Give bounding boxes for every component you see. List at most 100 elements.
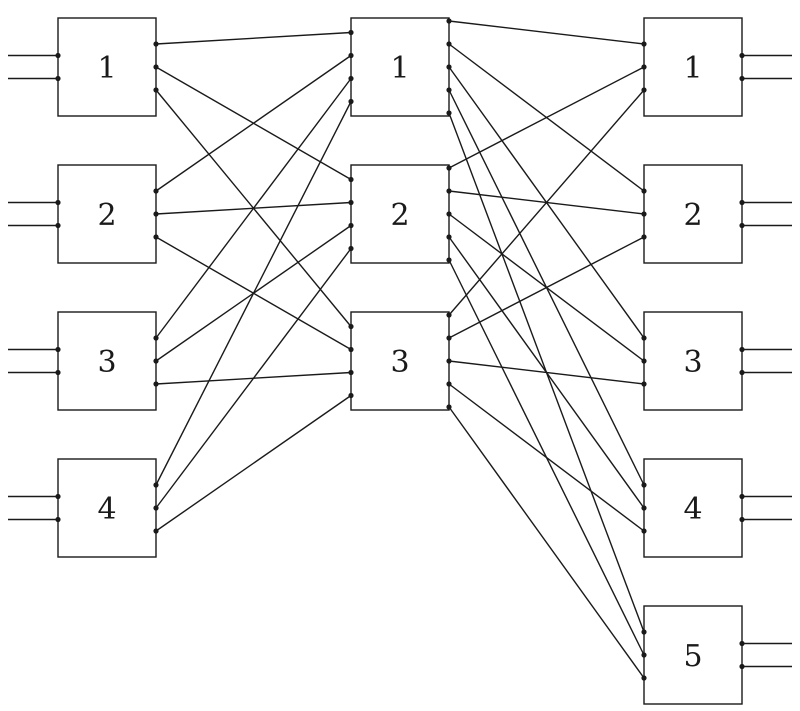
port-dot bbox=[446, 312, 452, 318]
port-dot bbox=[348, 369, 354, 376]
lead-port bbox=[739, 199, 745, 206]
node-label: 3 bbox=[390, 345, 409, 380]
port-dot bbox=[641, 482, 647, 488]
link-m3-r4 bbox=[448, 383, 645, 532]
node-box bbox=[643, 605, 743, 705]
lead-port bbox=[55, 346, 61, 353]
lead-port bbox=[739, 75, 745, 82]
port-dot bbox=[446, 18, 452, 24]
node-label: 4 bbox=[97, 492, 116, 527]
port-dot bbox=[446, 41, 452, 47]
link-m3-r1 bbox=[448, 89, 645, 316]
node-label: 3 bbox=[683, 345, 702, 380]
lead-port bbox=[739, 493, 745, 500]
port-dot bbox=[153, 87, 159, 93]
node-c2-2: 2 bbox=[350, 164, 450, 264]
node-box bbox=[643, 311, 743, 411]
link-l4-m1 bbox=[155, 101, 352, 486]
port-dot bbox=[153, 211, 159, 217]
port-dot bbox=[641, 629, 647, 635]
port-dot bbox=[641, 505, 647, 511]
node-box bbox=[57, 458, 157, 558]
port-dot bbox=[348, 245, 354, 252]
port-dot bbox=[153, 505, 159, 511]
port-dot bbox=[348, 199, 354, 206]
lead-port bbox=[55, 516, 61, 523]
node-c3-4: 4 bbox=[643, 458, 743, 558]
port-dot bbox=[641, 358, 647, 364]
link-l4-m2 bbox=[155, 248, 352, 509]
node-c1-3: 3 bbox=[57, 311, 157, 411]
node-label: 3 bbox=[97, 345, 116, 380]
port-dot bbox=[641, 335, 647, 341]
lead-port bbox=[739, 52, 745, 59]
port-dot bbox=[348, 52, 354, 59]
node-box bbox=[57, 17, 157, 117]
link-l1-m1 bbox=[155, 31, 352, 45]
port-dot bbox=[348, 323, 354, 330]
link-l4-m3 bbox=[155, 394, 352, 532]
port-dot bbox=[641, 41, 647, 47]
port-dot bbox=[641, 381, 647, 387]
port-dot bbox=[446, 188, 452, 194]
node-c2-1: 1 bbox=[350, 17, 450, 117]
port-dot bbox=[641, 675, 647, 681]
node-c1-4: 4 bbox=[57, 458, 157, 558]
port-dot bbox=[348, 29, 354, 36]
port-dot bbox=[153, 234, 159, 240]
node-label: 4 bbox=[683, 492, 702, 527]
port-dot bbox=[446, 335, 452, 341]
port-dot bbox=[153, 381, 159, 387]
node-label: 2 bbox=[97, 198, 116, 233]
port-dot bbox=[446, 165, 452, 171]
lead-port bbox=[739, 369, 745, 376]
node-c3-1: 1 bbox=[643, 17, 743, 117]
port-dot bbox=[446, 404, 452, 410]
port-dot bbox=[641, 234, 647, 240]
port-dot bbox=[348, 346, 354, 353]
port-dot bbox=[641, 64, 647, 70]
node-box bbox=[643, 458, 743, 558]
port-dot bbox=[641, 188, 647, 194]
port-dot bbox=[641, 211, 647, 217]
port-dot bbox=[446, 257, 452, 263]
port-dot bbox=[153, 528, 159, 534]
node-label: 1 bbox=[390, 51, 409, 86]
node-label: 2 bbox=[390, 198, 409, 233]
port-dot bbox=[348, 75, 354, 82]
port-dot bbox=[153, 188, 159, 194]
port-dot bbox=[153, 64, 159, 70]
node-c1-2: 2 bbox=[57, 164, 157, 264]
lead-port bbox=[739, 222, 745, 229]
node-box bbox=[643, 17, 743, 117]
port-layer bbox=[55, 18, 745, 681]
node-box bbox=[643, 164, 743, 264]
link-m3-r2 bbox=[448, 236, 645, 339]
lead-port bbox=[55, 369, 61, 376]
port-dot bbox=[153, 41, 159, 47]
port-dot bbox=[641, 87, 647, 93]
lead-port bbox=[55, 493, 61, 500]
link-m2-r1 bbox=[448, 66, 645, 169]
node-label: 5 bbox=[683, 639, 702, 674]
port-dot bbox=[348, 98, 354, 105]
port-dot bbox=[446, 64, 452, 70]
port-dot bbox=[153, 482, 159, 488]
port-dot bbox=[446, 211, 452, 217]
node-label: 1 bbox=[683, 51, 702, 86]
port-dot bbox=[641, 528, 647, 534]
port-dot bbox=[446, 381, 452, 387]
connection-layer bbox=[155, 20, 645, 679]
link-m1-r1 bbox=[448, 20, 645, 45]
lead-port bbox=[739, 663, 745, 670]
port-dot bbox=[153, 335, 159, 341]
port-dot bbox=[348, 176, 354, 183]
port-dot bbox=[446, 110, 452, 116]
node-c1-1: 1 bbox=[57, 17, 157, 117]
lead-port bbox=[739, 346, 745, 353]
node-c2-3: 3 bbox=[350, 311, 450, 411]
node-box bbox=[57, 311, 157, 411]
port-dot bbox=[153, 358, 159, 364]
